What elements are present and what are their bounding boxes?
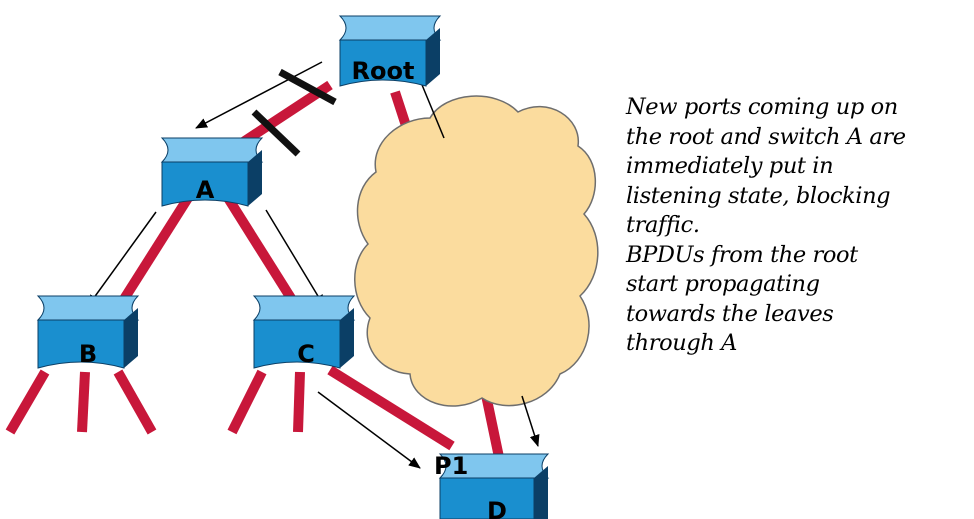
switch-label-b: B: [79, 340, 97, 368]
caption-line: through A: [626, 330, 738, 356]
switch-c: C: [252, 295, 356, 369]
link-b-leaf-3: [113, 369, 157, 435]
arrow-c-to-d: [317, 391, 421, 469]
switch-d: D: [438, 453, 550, 519]
block-mark-a-port: [251, 109, 301, 157]
arrow-root-to-a: [195, 61, 323, 129]
link-c-d: [327, 365, 455, 451]
link-c-leaf-1: [227, 369, 267, 435]
port-label-p1: P1: [434, 452, 468, 480]
arrow-root-to-cloud: [419, 79, 445, 139]
arrow-cloud-to-d: [521, 395, 540, 447]
caption-line: traffic.: [626, 212, 700, 238]
link-cloud-d: [481, 393, 505, 464]
link-b-leaf-1: [5, 369, 50, 435]
caption-line: the root and switch A are: [626, 123, 906, 150]
links: [5, 80, 505, 464]
switch-root: Root: [338, 15, 442, 87]
switch-a: A: [160, 137, 264, 207]
blocking-marks: [251, 68, 337, 157]
switch-label-c: C: [297, 340, 315, 368]
switch-label-root: Root: [352, 57, 415, 85]
caption-line: BPDUs from the root: [626, 241, 858, 268]
caption-line: towards the leaves: [626, 300, 834, 327]
block-mark-root-port: [278, 68, 337, 106]
link-b-leaf-2: [77, 371, 90, 433]
switch-label-a: A: [196, 176, 215, 204]
caption-line: start propagating: [626, 271, 820, 297]
arrow-a-to-b: [87, 211, 157, 307]
link-c-leaf-2: [293, 371, 305, 433]
network-cloud: [354, 95, 599, 407]
explanation-caption: New ports coming up on the root and swit…: [626, 93, 971, 359]
switch-label-d: D: [487, 497, 507, 519]
arrow-a-to-c: [265, 209, 325, 307]
caption-line: immediately put in: [626, 153, 834, 179]
switch-b: B: [36, 295, 140, 369]
caption-line: New ports coming up on: [626, 94, 898, 120]
bpdu-arrows: [87, 61, 540, 469]
caption-line: listening state, blocking: [626, 182, 891, 209]
